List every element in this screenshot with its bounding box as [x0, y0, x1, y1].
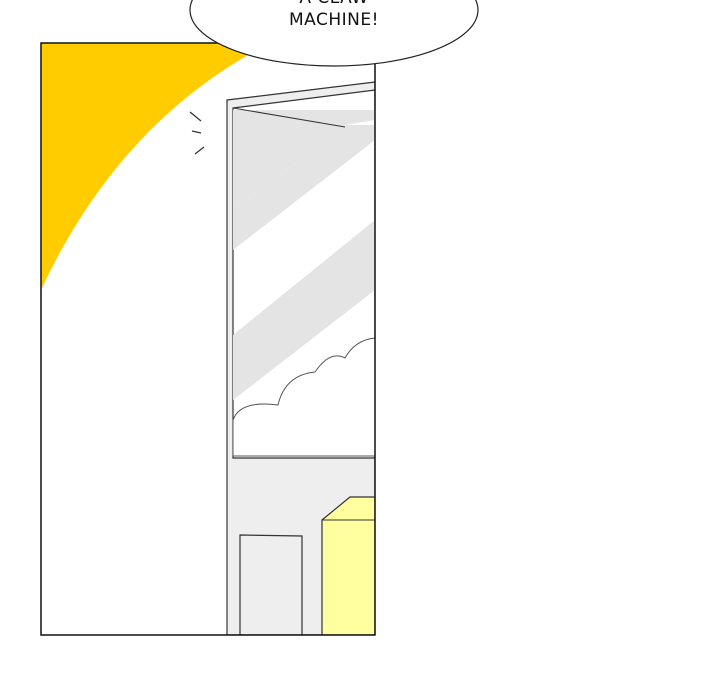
glass-edge	[232, 107, 346, 128]
glass-reflection	[233, 220, 375, 400]
plush-toys	[232, 337, 375, 457]
yellow-burst	[41, 43, 270, 290]
speech-bubble-line-1: A CLAW	[190, 0, 478, 8]
panel-border	[40, 42, 376, 636]
glass-reflection	[233, 110, 375, 210]
glass-reflection	[233, 125, 375, 250]
coin-door	[239, 534, 303, 635]
speech-bubble-line-2: MACHINE!	[289, 10, 379, 30]
motion-lines	[189, 111, 205, 155]
prize-door	[321, 496, 375, 635]
speech-bubble	[189, 0, 479, 67]
